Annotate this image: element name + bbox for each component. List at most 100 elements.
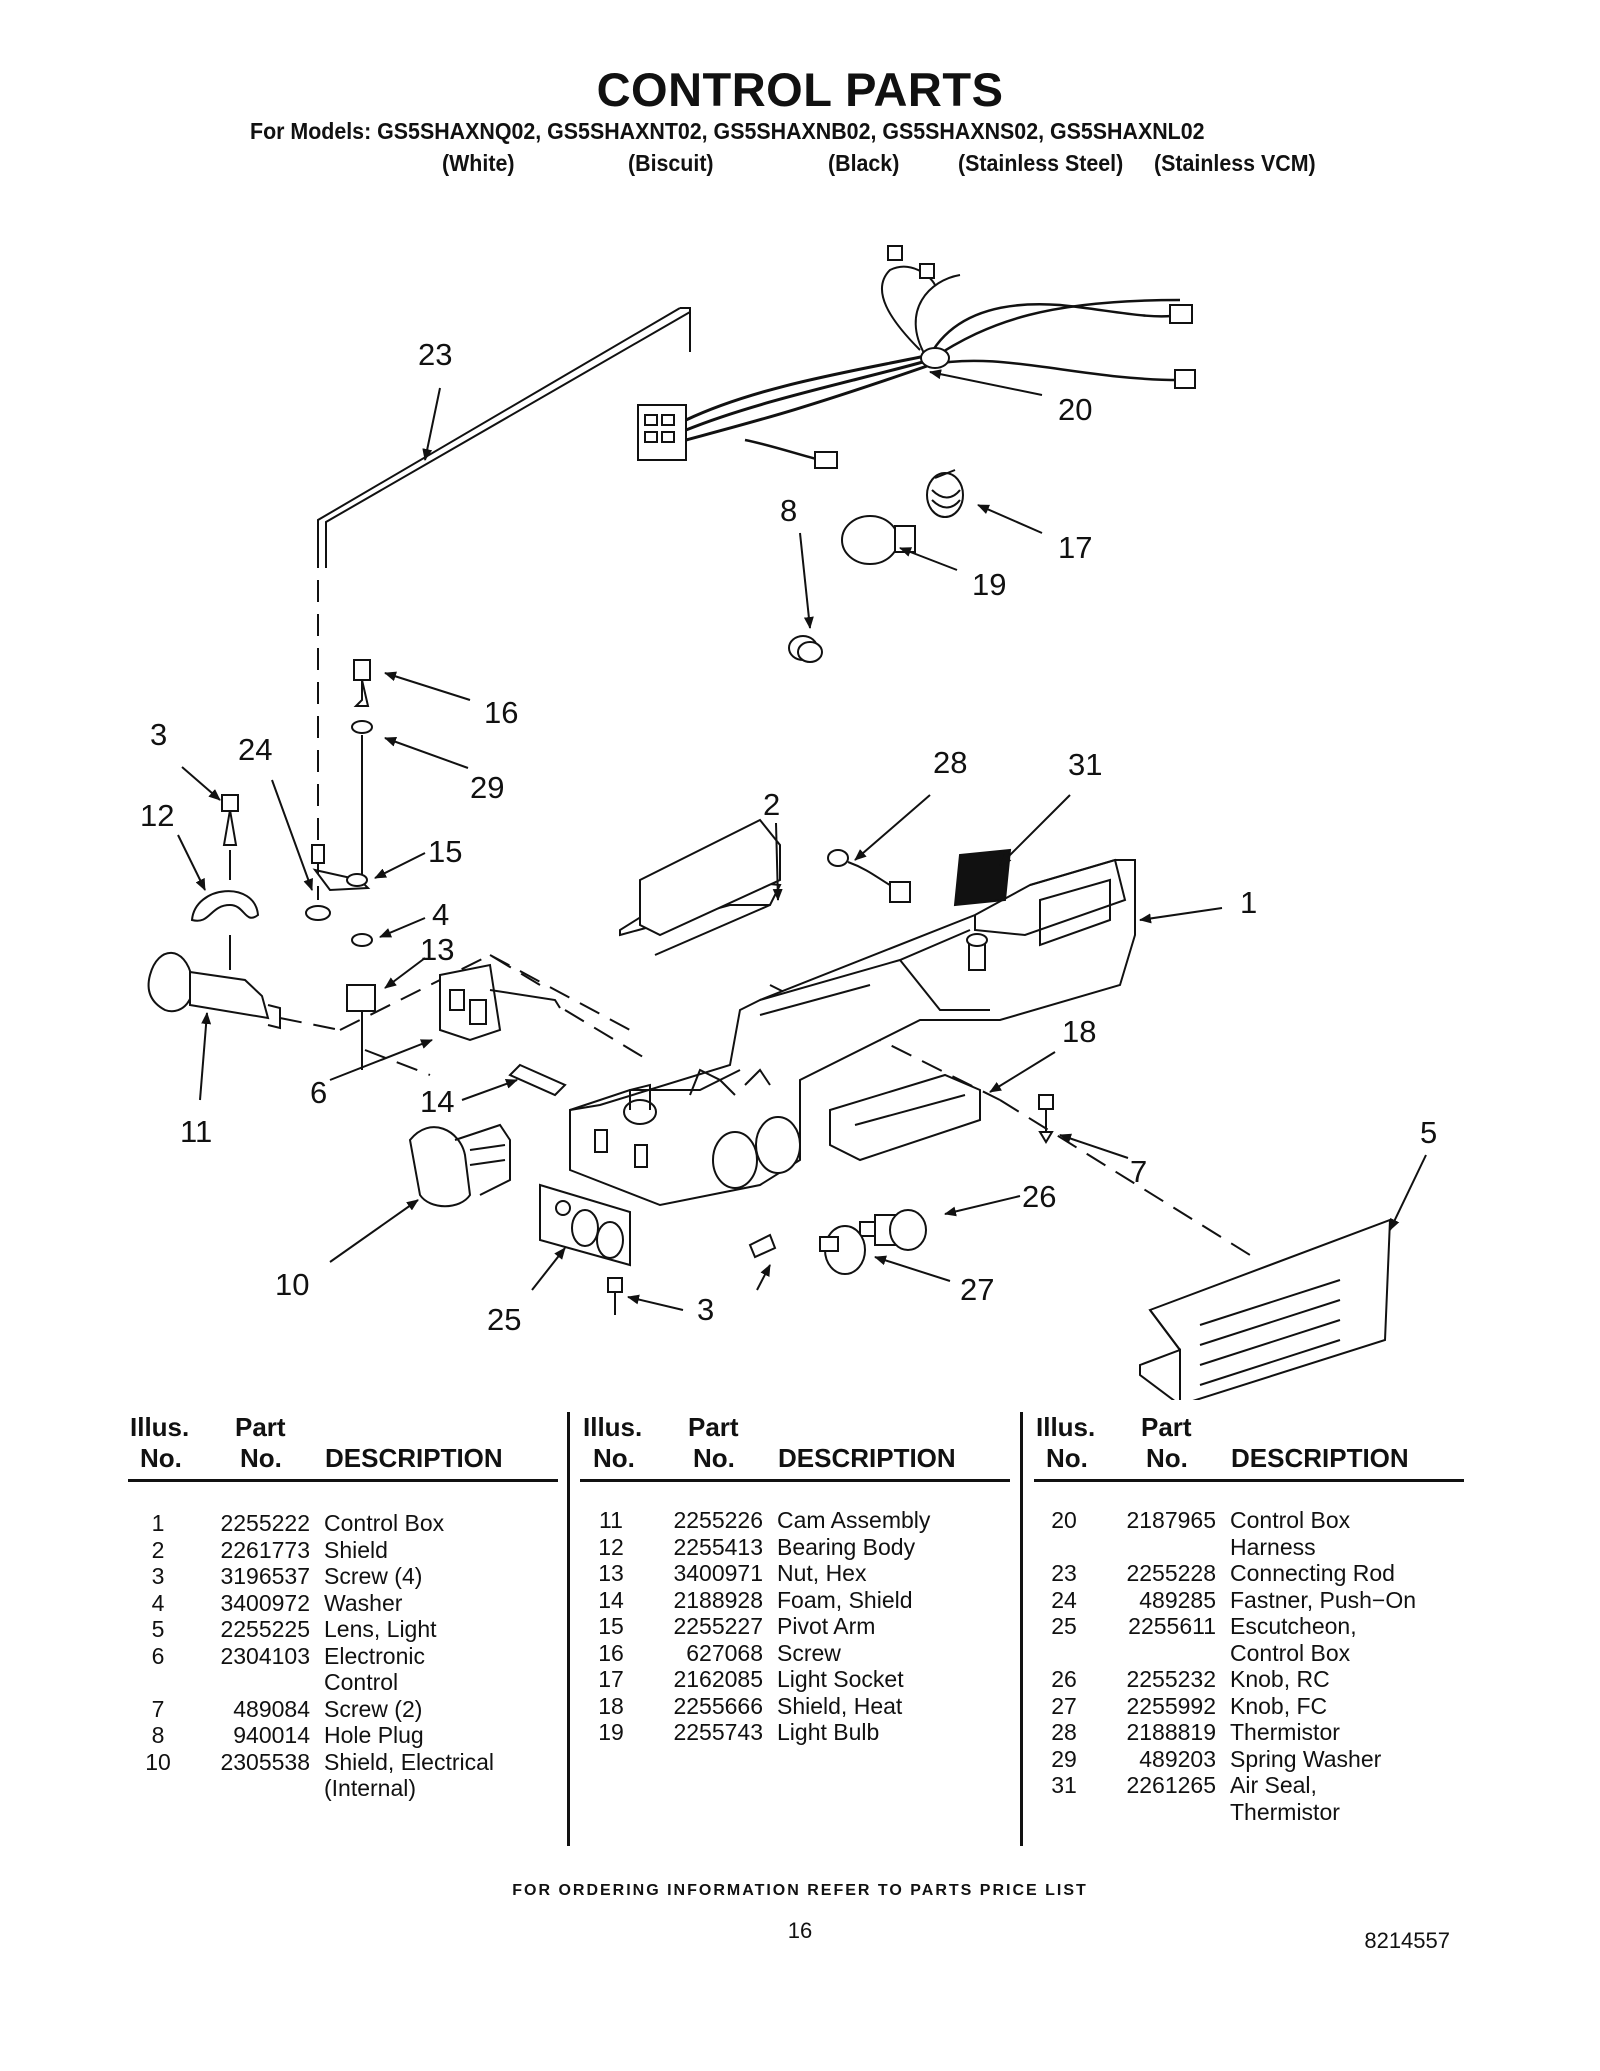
callout-25: 25 [487,1302,521,1337]
color-white: (White) [442,150,515,176]
header-illus-no: No. [140,1443,182,1473]
description: Pivot Arm [777,1613,876,1639]
callout-20: 20 [1058,392,1092,427]
part-no: 3196537 [220,1563,310,1589]
description: Screw (2) [324,1695,423,1722]
part-no: 2255611 [1128,1613,1216,1639]
part-no: 2255228 [1126,1560,1216,1586]
illus-no: 25 [1051,1613,1077,1639]
description: Cam Assembly [777,1507,931,1533]
foam-drawing [508,1063,567,1097]
description: Control Box [324,1510,445,1536]
callout-27: 27 [960,1272,994,1307]
callout-26: 26 [1022,1179,1056,1214]
part-no: 2255992 [1126,1692,1216,1719]
illus-no: 17 [598,1666,624,1692]
knob-fc-drawing [819,1225,866,1275]
callout-7: 7 [1130,1154,1147,1189]
thermistor-drawing [827,849,911,903]
callout-10: 10 [275,1267,309,1302]
connecting-rod-drawing [317,307,691,568]
table-row: 17 2162085 Light Socket [583,1666,1003,1693]
part-no: 2255226 [673,1507,763,1533]
illus-no: 11 [599,1507,623,1533]
illus-no: 19 [598,1719,624,1745]
column-divider-1 [567,1412,570,1846]
header-rule-2 [580,1479,1010,1482]
description: Lens, Light [324,1616,437,1642]
illus-no: 2 [151,1536,165,1563]
illus-no: 28 [1051,1719,1077,1745]
callout-31: 31 [1068,747,1102,782]
part-no: 2187965 [1126,1507,1216,1533]
illus-no: 31 [1051,1772,1077,1798]
callout-1: 1 [1240,885,1257,920]
description: Nut, Hex [777,1560,867,1586]
callout-23: 23 [418,337,452,372]
description: Screw [777,1639,841,1666]
illus-no: 7 [151,1695,165,1722]
illus-no: 27 [1051,1692,1077,1719]
screw-3b-drawing [607,1277,623,1315]
light-lens-drawing [1139,1218,1392,1400]
illus-no: 29 [1051,1745,1077,1772]
callout-29: 29 [470,770,504,805]
description: Electronic Control [324,1642,425,1696]
callout-15: 15 [428,834,462,869]
header-illus-no: No. [593,1443,635,1473]
part-no: 2304103 [220,1642,310,1669]
part-no: 2162085 [673,1666,763,1692]
part-no: 2255225 [220,1616,310,1642]
document-number: 8214557 [1364,1928,1450,1953]
electronic-control-drawing [439,963,561,1042]
parts-list-col-2: 11 2255226 Cam Assembly 12 2255413 Bearing B… [583,1507,1003,1746]
description: Bearing Body [777,1533,916,1560]
description: Light Socket [777,1666,904,1692]
header-illus: Illus. [1036,1412,1096,1442]
header-illus: Illus. [130,1412,190,1442]
hole-plug-drawing [788,635,823,663]
illus-no: 12 [598,1533,624,1560]
header-rule-1 [128,1479,558,1482]
light-socket-drawing [926,469,964,518]
callout-18: 18 [1062,1014,1096,1049]
escutcheon-drawing [539,1183,631,1267]
callout-11: 11 [180,1114,212,1149]
knob-rc-drawing [859,1209,927,1251]
callout-12: 12 [140,798,174,833]
illus-no: 5 [151,1616,165,1642]
header-part: Part [1141,1412,1192,1442]
callout-24: 24 [238,732,272,767]
description: Shield, Heat [777,1692,903,1719]
description: Thermistor [1230,1719,1340,1745]
color-stainless-steel: (Stainless Steel) [958,150,1124,176]
part-no: 2261773 [220,1536,310,1563]
header-illus-no: No. [1046,1443,1088,1473]
part-no: 2255413 [673,1533,763,1560]
callout-2: 2 [763,787,780,822]
illus-no: 23 [1051,1560,1077,1586]
color-stainless-vcm: (Stainless VCM) [1154,150,1316,176]
part-no: 2255743 [673,1719,763,1745]
illus-no: 1 [151,1510,165,1536]
illus-no: 6 [151,1642,165,1669]
table-row: 11 2255226 Cam Assembly [583,1507,1003,1534]
column-divider-2 [1020,1412,1023,1846]
header-part-no: No. [693,1443,735,1473]
description: Foam, Shield [777,1586,913,1613]
